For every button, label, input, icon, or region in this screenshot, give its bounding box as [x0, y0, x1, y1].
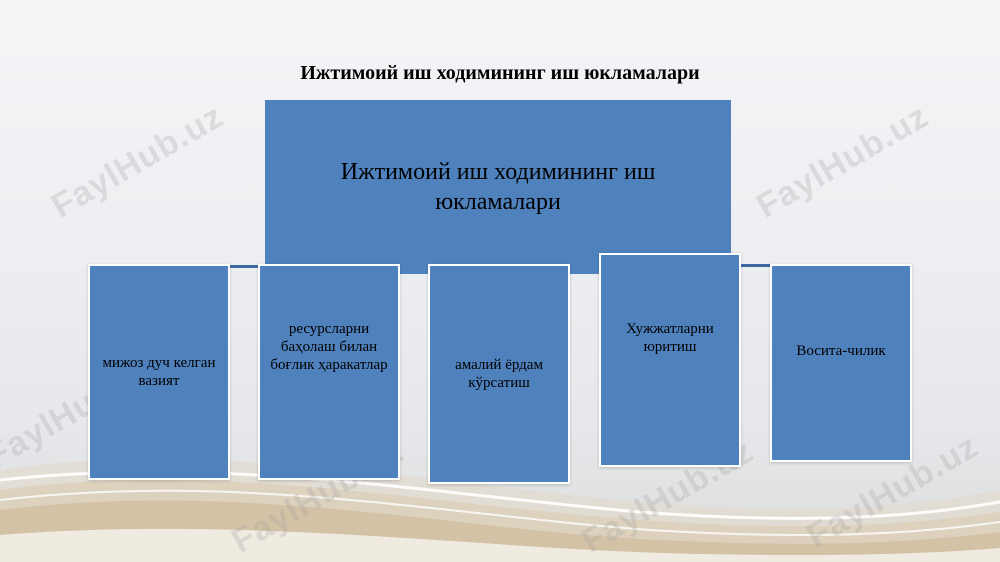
page-title: Ижтимоий иш ходимининг иш юкламалари: [300, 62, 700, 84]
child-node-label: Восита-чилик: [796, 343, 886, 359]
child-node-practical-help: амалий ёрдам кўрсатиш: [428, 264, 570, 484]
connector-line: [230, 265, 260, 268]
child-node-label: ресурсларни баҳолаш билан боғлик ҳаракат…: [270, 321, 388, 373]
watermark: FaylHub.uz: [750, 96, 935, 226]
child-node-client-situation: мижоз дуч келган вазият: [88, 264, 230, 480]
child-node-label: мижоз дуч келган вазият: [102, 355, 216, 389]
child-node-mediation: Восита-чилик: [770, 264, 912, 462]
child-node-documentation: Хужжатларни юритиш: [599, 253, 741, 467]
child-node-resource-assessment: ресурсларни баҳолаш билан боғлик ҳаракат…: [258, 264, 400, 480]
root-node: Ижтимоий иш ходимининг иш юкламалари: [265, 100, 731, 274]
root-node-label: Ижтимоий иш ходимининг иш юкламалари: [340, 159, 656, 215]
connector-line: [740, 264, 772, 267]
watermark: FaylHub.uz: [45, 96, 230, 226]
child-node-label: амалий ёрдам кўрсатиш: [455, 357, 543, 391]
child-node-label: Хужжатларни юритиш: [626, 321, 714, 355]
